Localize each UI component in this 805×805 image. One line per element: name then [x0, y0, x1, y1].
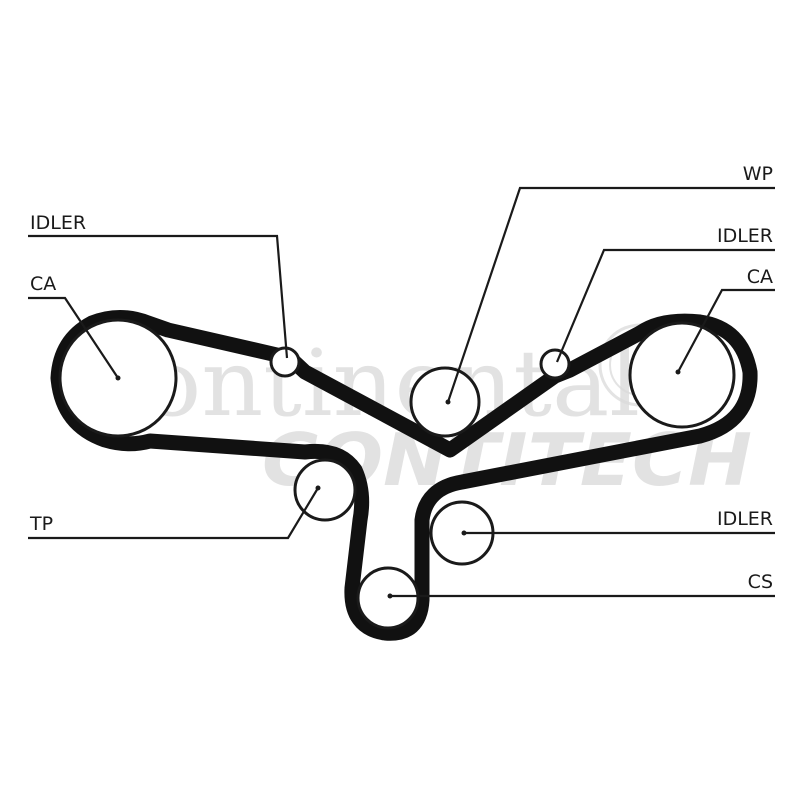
- leader-idler-top-left: [28, 234, 289, 359]
- center-dot-cs: [387, 593, 393, 599]
- label-ca-left: CA: [30, 273, 56, 295]
- pulley-centers: [115, 369, 681, 599]
- crankshaft-pulley: [356, 566, 420, 630]
- labels: IDLER CA TP WP IDLER CA IDLER CS: [29, 163, 773, 593]
- label-tp: TP: [29, 513, 53, 535]
- leader-ca-right: [677, 288, 775, 373]
- center-dot-wp: [445, 399, 451, 405]
- label-idler-top-left: IDLER: [30, 212, 86, 234]
- water-pump-pulley: [409, 366, 481, 438]
- leader-ca-left: [28, 296, 119, 379]
- label-cs: CS: [748, 571, 773, 593]
- center-dot-tp: [315, 485, 321, 491]
- camshaft-pulley-right: [628, 321, 736, 429]
- leader-tp: [28, 487, 319, 540]
- label-wp: WP: [743, 163, 773, 185]
- leader-idler-top-right: [555, 248, 775, 363]
- center-dot-ca-right: [675, 369, 681, 375]
- label-idler-lower-right: IDLER: [717, 508, 773, 530]
- label-idler-top-right: IDLER: [717, 225, 773, 247]
- center-dot-ca-left: [115, 375, 121, 381]
- label-ca-right: CA: [747, 266, 773, 288]
- center-dot-idler-lower-right: [461, 530, 467, 536]
- leader-lines: [28, 186, 775, 598]
- idler-pulley-top-right: [539, 348, 571, 380]
- tensioner-pulley: [293, 458, 357, 522]
- idler-pulley-top-left: [269, 346, 301, 378]
- leader-wp: [446, 186, 775, 403]
